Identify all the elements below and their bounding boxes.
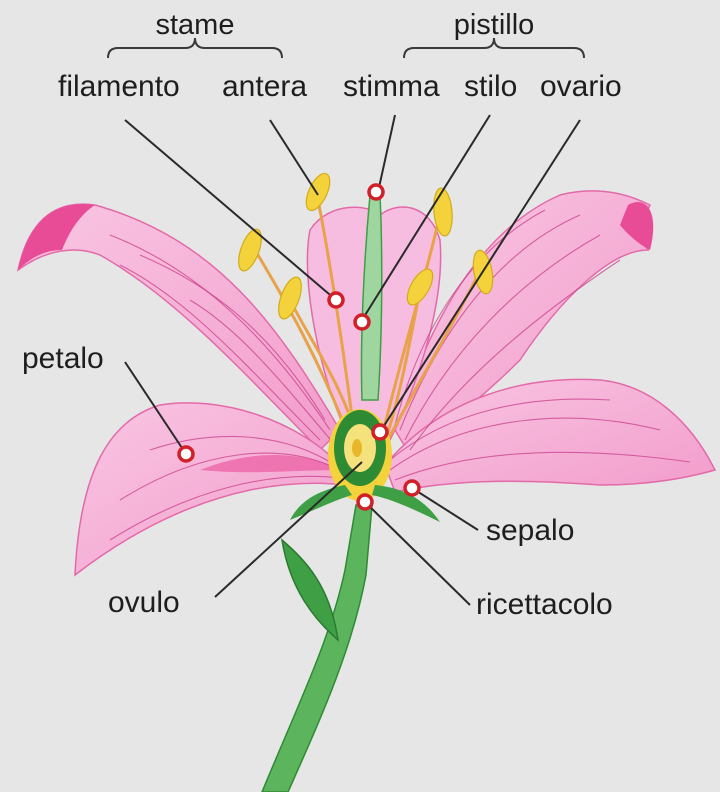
label-ricettacolo: ricettacolo	[476, 588, 613, 621]
label-antera: antera	[222, 70, 307, 103]
label-stimma: stimma	[343, 70, 440, 103]
label-pistillo: pistillo	[454, 9, 535, 41]
pistillo-brace	[404, 38, 584, 58]
sepal-left	[290, 485, 352, 520]
label-sepalo: sepalo	[486, 514, 574, 547]
stem	[262, 505, 372, 792]
label-petalo: petalo	[22, 342, 104, 375]
label-filamento: filamento	[58, 70, 180, 103]
stame-brace	[108, 38, 282, 58]
leaf	[282, 540, 338, 640]
label-ovulo: ovulo	[108, 586, 180, 619]
label-stilo: stilo	[464, 70, 517, 103]
label-ovario: ovario	[540, 70, 622, 103]
label-stame: stame	[156, 9, 235, 41]
